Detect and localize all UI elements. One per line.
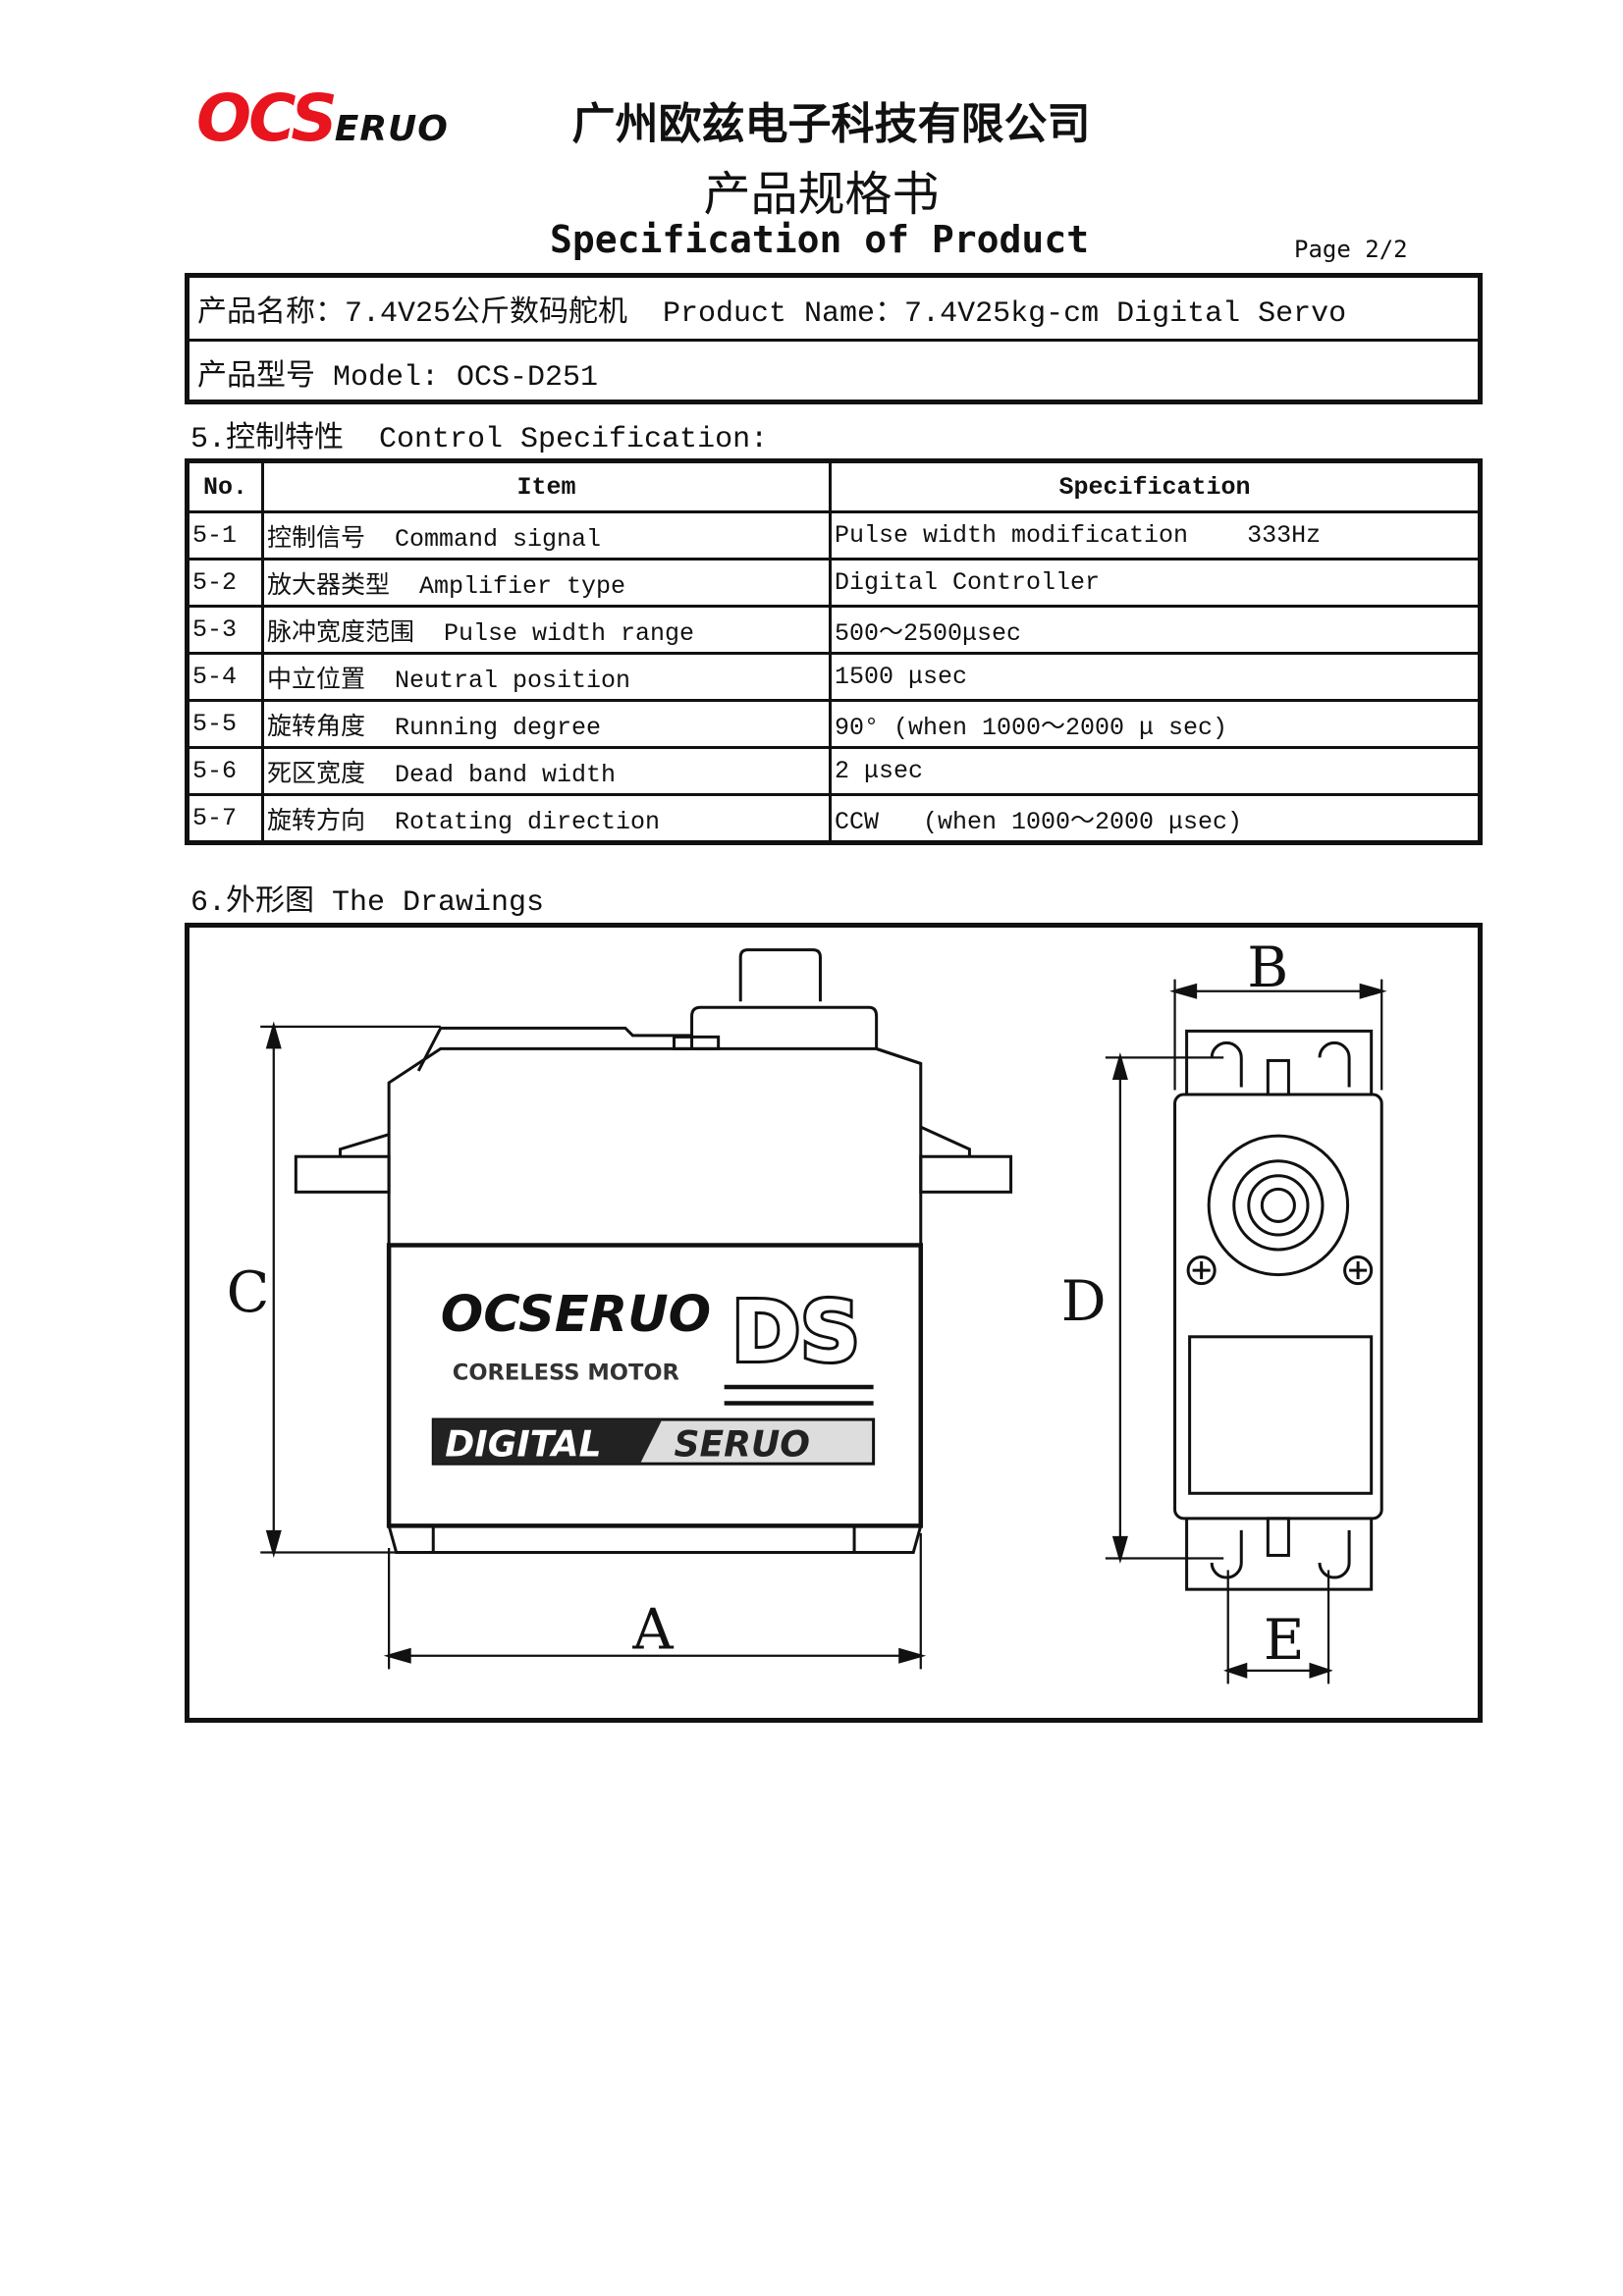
cell-no: 5-5 bbox=[186, 699, 264, 749]
servo-servo-text: SERUO bbox=[675, 1423, 811, 1466]
cell-no: 5-6 bbox=[186, 746, 264, 796]
dim-c-label: C bbox=[227, 1260, 270, 1325]
doc-title-en: Specification of Product bbox=[550, 218, 1090, 261]
cell-item: 死区宽度 Dead band width bbox=[261, 746, 832, 796]
cell-item: 旋转方向 Rotating direction bbox=[261, 793, 832, 844]
cell-no: 5-7 bbox=[186, 793, 264, 844]
logo-black-text: ERUO bbox=[334, 109, 449, 149]
dim-d-label: D bbox=[1061, 1269, 1107, 1334]
cell-spec: Pulse width modification 333Hz bbox=[829, 510, 1482, 561]
product-name: 产品名称：7.4V25公斤数码舵机 Product Name：7.4V25kg-… bbox=[197, 296, 1347, 331]
page-number: Page 2/2 bbox=[1294, 236, 1408, 263]
cell-no: 5-4 bbox=[186, 652, 264, 702]
product-model: 产品型号 Model: OCS-D251 bbox=[189, 339, 1478, 402]
servo-drawing: OCSERUO CORELESS MOTOR DS DIGITAL SERUO … bbox=[227, 935, 1387, 1684]
servo-side-view: OCSERUO CORELESS MOTOR DS DIGITAL SERUO … bbox=[227, 948, 1013, 1670]
cell-no: 5-3 bbox=[186, 605, 264, 655]
dim-b-label: B bbox=[1247, 935, 1288, 1000]
header-no: No. bbox=[186, 459, 264, 513]
servo-top-view: B D E bbox=[1061, 935, 1387, 1684]
cell-spec: CCW (when 1000～2000 μsec) bbox=[829, 793, 1482, 844]
product-info-box: 产品名称：7.4V25公斤数码舵机 Product Name：7.4V25kg-… bbox=[185, 273, 1483, 404]
cell-no: 5-2 bbox=[186, 558, 264, 608]
logo-red-text: OCS bbox=[196, 80, 338, 156]
doc-title-cn: 产品规格书 bbox=[703, 167, 940, 222]
company-name: 广州欧兹电子科技有限公司 bbox=[571, 99, 1091, 149]
servo-ds-text: DS bbox=[731, 1284, 860, 1380]
cell-item: 中立位置 Neutral position bbox=[261, 652, 832, 702]
cell-item: 控制信号 Command signal bbox=[261, 510, 832, 561]
company-logo: OCSERUO bbox=[196, 80, 449, 156]
cell-item: 脉冲宽度范围 Pulse width range bbox=[261, 605, 832, 655]
cell-spec: Digital Controller bbox=[829, 558, 1482, 608]
servo-motor-text: CORELESS MOTOR bbox=[453, 1360, 679, 1385]
dim-e-label: E bbox=[1264, 1608, 1305, 1673]
header-item: Item bbox=[261, 459, 832, 513]
section6-title: 6.外形图 The Drawings bbox=[190, 886, 545, 920]
servo-digital-text: DIGITAL bbox=[445, 1423, 601, 1466]
section5-title: 5.控制特性 Control Specification: bbox=[190, 423, 769, 456]
dim-a-label: A bbox=[631, 1597, 674, 1662]
drawing-box: OCSERUO CORELESS MOTOR DS DIGITAL SERUO … bbox=[185, 923, 1483, 1723]
cell-spec: 2 μsec bbox=[829, 746, 1482, 796]
header-spec: Specification bbox=[829, 459, 1482, 513]
cell-item: 旋转角度 Running degree bbox=[261, 699, 832, 749]
servo-brand-text: OCSERUO bbox=[441, 1286, 711, 1344]
cell-spec: 500～2500μsec bbox=[829, 605, 1482, 655]
cell-no: 5-1 bbox=[186, 510, 264, 561]
cell-item: 放大器类型 Amplifier type bbox=[261, 558, 832, 608]
table-header-row: No. Item Specification bbox=[186, 459, 1482, 513]
cell-spec: 90° (when 1000～2000 μ sec) bbox=[829, 699, 1482, 749]
cell-spec: 1500 μsec bbox=[829, 652, 1482, 702]
